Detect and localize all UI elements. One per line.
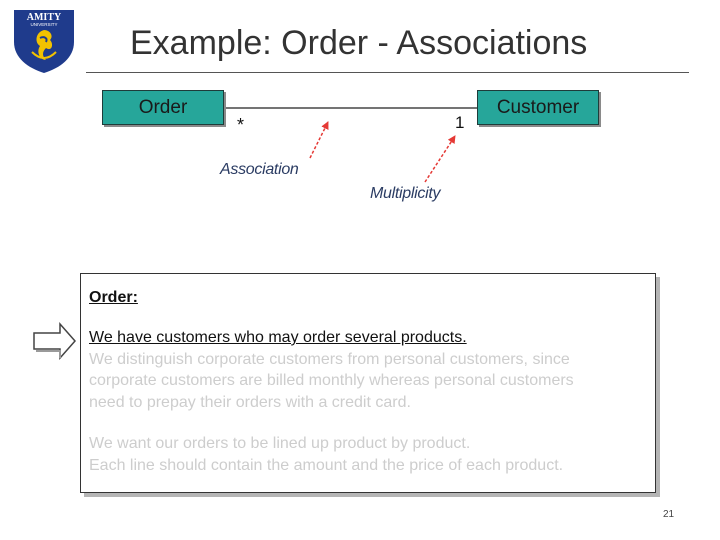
multiplicity-label: Multiplicity xyxy=(370,185,441,202)
logo-brand-text: AMITY xyxy=(27,12,62,23)
text-line: We distinguish corporate customers from … xyxy=(89,350,570,368)
class-box-customer: Customer xyxy=(477,90,599,125)
class-box-order: Order xyxy=(102,90,224,125)
title-divider xyxy=(86,72,689,73)
paragraph-2: We want our orders to be lined up produc… xyxy=(89,433,655,476)
page-number: 21 xyxy=(663,509,675,520)
text-line: need to prepay their orders with a credi… xyxy=(89,393,411,411)
amity-logo: AMITY UNIVERSITY xyxy=(10,8,78,74)
multiplicity-many: * xyxy=(237,115,245,135)
text-line: We have customers who may order several … xyxy=(89,329,467,346)
multiplicity-callout-arrow xyxy=(424,135,456,183)
shield-emblem-icon: AMITY UNIVERSITY xyxy=(14,10,74,73)
paragraph-1: We have customers who may order several … xyxy=(89,327,655,413)
multiplicity-one: 1 xyxy=(455,113,465,132)
logo-sub-text: UNIVERSITY xyxy=(30,22,57,27)
paragraph-gap xyxy=(89,413,655,433)
diagram-connectors xyxy=(224,107,477,183)
text-line: corporate customers are billed monthly w… xyxy=(89,372,574,389)
uml-diagram: Order Customer * 1 Association Multiplic… xyxy=(0,0,720,260)
association-label: Association xyxy=(220,161,299,178)
slide-title: Example: Order - Associations xyxy=(130,24,588,62)
requirements-panel: Order: We have customers who may order s… xyxy=(80,273,656,493)
text-line: Each line should contain the amount and … xyxy=(89,456,564,474)
outline-right-arrow-icon xyxy=(33,322,77,360)
text-line: We want our orders to be lined up produc… xyxy=(89,435,471,452)
panel-heading: Order: xyxy=(89,289,138,306)
association-callout-arrow xyxy=(309,121,329,159)
